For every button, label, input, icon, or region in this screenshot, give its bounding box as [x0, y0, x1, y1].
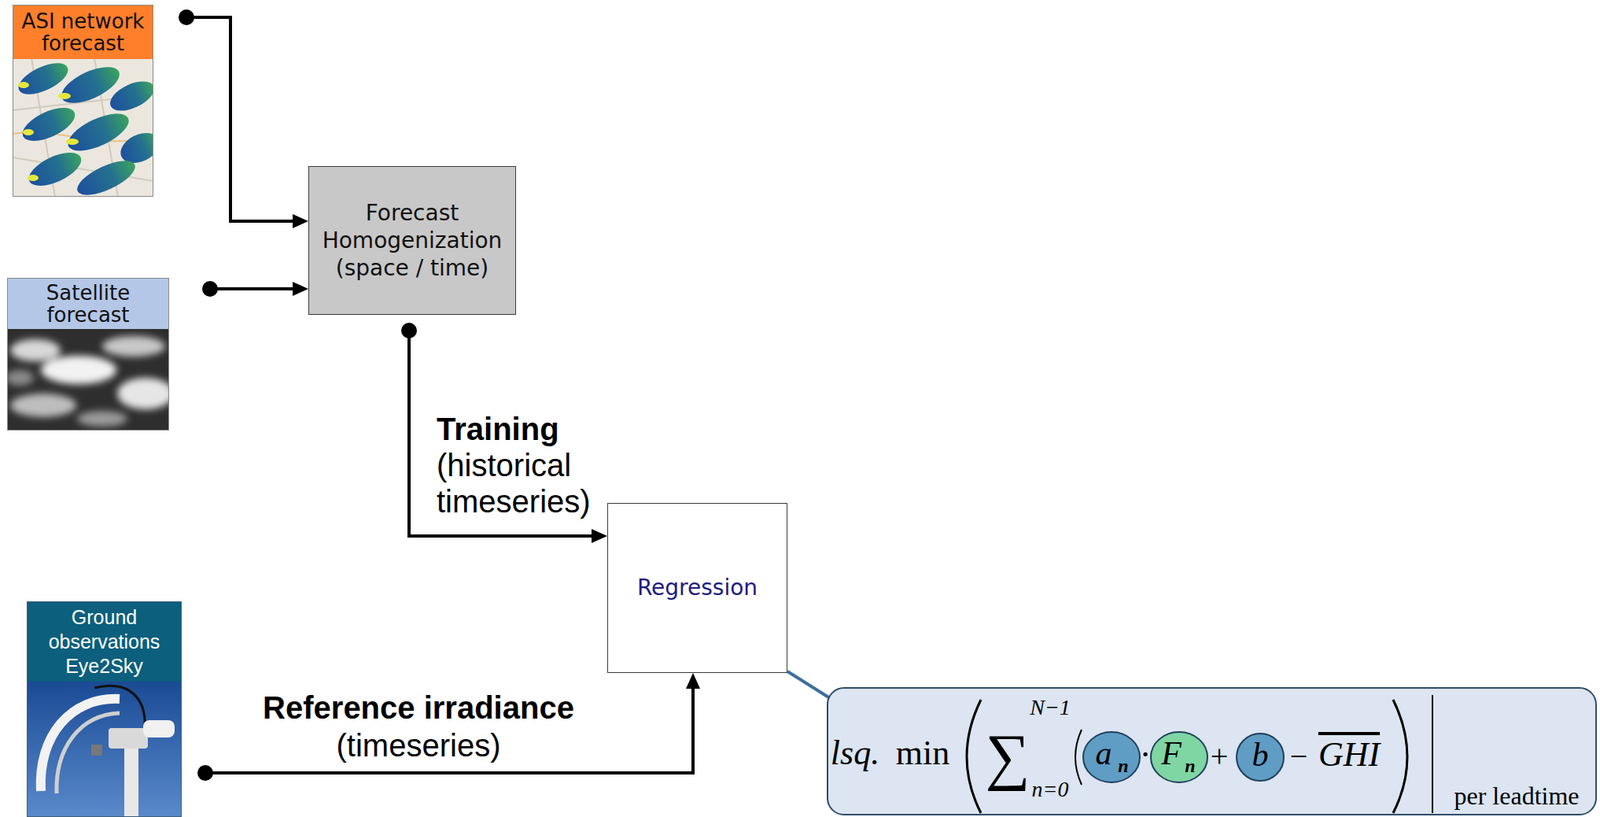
pyranometer: [143, 719, 175, 738]
bracket: [966, 699, 981, 813]
sky: [26, 680, 182, 817]
connector-arrow: [153, 17, 303, 222]
connector-dot: [197, 764, 214, 781]
connector-dot: [401, 322, 417, 339]
bracket: [1393, 699, 1408, 813]
bracket: [1075, 729, 1082, 785]
formula-term: ∑: [984, 724, 1030, 788]
edge-label: Training: [436, 410, 606, 447]
image-panel: Satellite forecast: [7, 277, 170, 431]
sensor-photo: [26, 680, 182, 817]
formula-term: lsq.: [830, 735, 880, 771]
formula-term: min: [895, 735, 950, 771]
forecast-map: [12, 58, 154, 197]
formula-term: n=0: [1032, 777, 1070, 800]
formula-term: N−1: [1029, 696, 1071, 719]
formula-term: n: [1184, 755, 1195, 775]
formula-term: ·: [1139, 737, 1152, 772]
connector-arrow: [181, 678, 694, 773]
forecast-circle: [1150, 731, 1208, 782]
sensor-head: [91, 744, 103, 756]
image-panel: Ground observations Eye2Sky: [26, 600, 182, 817]
connector-arrow: [169, 287, 303, 291]
process-box: Forecast Homogenization (space / time): [308, 165, 517, 315]
panel-header: ASI network forecast: [13, 5, 153, 59]
formula-box: lsq.min∑N−1n=0an·Fn+b−GHIper leadtime: [826, 686, 1597, 815]
formula-term: b: [1252, 737, 1269, 771]
edge-label: Reference irradiance: [245, 689, 592, 726]
process-label: Forecast Homogenization (space / time): [317, 199, 508, 282]
edge-note: (historical timeseries): [436, 446, 606, 520]
cloud-edge: [18, 81, 79, 181]
panel-header: Satellite forecast: [7, 278, 169, 329]
offset-circle: [1236, 733, 1284, 781]
formula-term: +: [1210, 740, 1229, 772]
leader-line: [787, 670, 830, 698]
formula-term: per leadtime: [1453, 782, 1579, 808]
connector-dot: [202, 280, 218, 297]
formula-term: −: [1290, 740, 1309, 772]
connector-dot: [178, 9, 195, 26]
image-panel: ASI network forecast: [12, 4, 154, 197]
panel-header: Ground observations Eye2Sky: [27, 601, 181, 682]
formula-term: a: [1095, 736, 1113, 770]
cloud: [7, 335, 170, 427]
satellite-image: [7, 328, 170, 431]
process-box: Regression: [607, 502, 788, 673]
formula-term: F: [1161, 736, 1182, 770]
sensor-housing: [108, 727, 148, 749]
tracker-arc: [56, 712, 120, 793]
process-label: Regression: [637, 574, 758, 601]
cloud-shadow: [14, 58, 154, 197]
evaluation-bar: [1431, 694, 1434, 813]
coefficient-circle: [1083, 731, 1140, 782]
formula-term: n: [1117, 755, 1129, 775]
edge-note: (timeseries): [245, 726, 592, 764]
mast: [124, 739, 139, 817]
formula-term: GHI: [1318, 737, 1380, 772]
